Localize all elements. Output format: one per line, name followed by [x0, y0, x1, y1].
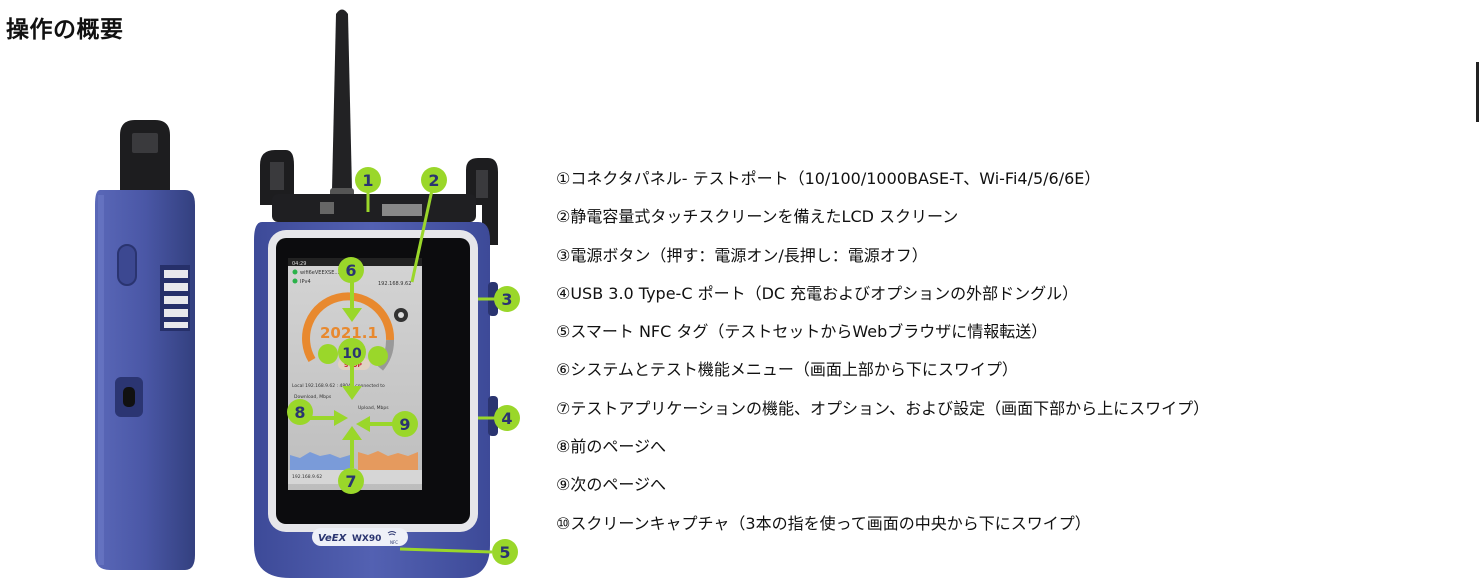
- screen-ssid: wifi6eVEEXSE...: [300, 270, 340, 276]
- callout-touch-screen: ②静電容量式タッチスクリーンを備えたLCD スクリーン: [556, 207, 959, 227]
- screen-local-line: Local 192.168.9.62 : 48048 connected to: [292, 383, 385, 389]
- callout-screen-capture: ⑩スクリーンキャプチャ（3本の指を使って画面の中央から下にスワイプ）: [556, 513, 1091, 533]
- device-front-view: 04:29 wifi6eVEEXSE... IPv4 192.168.9.62 …: [254, 9, 502, 578]
- screen-speed-value: 2021.1: [320, 324, 378, 342]
- callout-connector-panel: ①コネクタパネル- テストポート（10/100/1000BASE-T、Wi-Fi…: [556, 169, 1101, 188]
- connector-panel: [272, 194, 476, 222]
- callout-next-page: ⑨次のページへ: [556, 475, 667, 495]
- callout-lines: [366, 189, 502, 554]
- screen-status-time: 04:29: [292, 261, 306, 267]
- callout-nfc-tag: ⑤スマート NFC タグ（テストセットからWebブラウザに情報転送）: [556, 322, 1048, 342]
- page-title: 操作の概要: [6, 17, 124, 43]
- callout-list: ①コネクタパネル- テストポート（10/100/1000BASE-T、Wi-Fi…: [556, 166, 1209, 549]
- touch-screen[interactable]: 04:29 wifi6eVEEXSE... IPv4 192.168.9.62 …: [288, 258, 422, 490]
- device-side-view: [95, 120, 195, 570]
- screen-ip-version: IPv4: [300, 279, 311, 285]
- usb-port: [115, 377, 143, 417]
- usb-c-port: [488, 396, 498, 436]
- callout-power-button: ③電源ボタン（押す：電源オン/長押し：電源オフ）: [556, 245, 928, 265]
- strap-handles: [260, 150, 498, 245]
- vent-grille: [160, 265, 190, 331]
- screen-ip-address: 192.168.9.62: [378, 281, 411, 287]
- callout-usb-port: ④USB 3.0 Type-C ポート（DC 充電およびオプションの外部ドングル…: [556, 283, 1079, 303]
- brand-plate: VeEX WX90 NFC: [312, 528, 408, 546]
- side-button: [117, 244, 137, 286]
- nfc-label: NFC: [390, 540, 398, 545]
- callout-system-menu: ⑥システムとテスト機能メニュー（画面上部から下にスワイプ）: [556, 360, 1018, 380]
- scrollbar-edge[interactable]: [1476, 62, 1479, 122]
- callout-test-app-menu: ⑦テストアプリケーションの機能、オプション、および設定（画面下部から上にスワイプ…: [556, 398, 1210, 418]
- gesture-arrows: [308, 278, 396, 468]
- brand-logo: VeEX: [318, 533, 348, 544]
- screen-download-label: Download, Mbps: [294, 394, 332, 400]
- screen-footer-ip: 192.168.9.62: [292, 474, 322, 480]
- callout-previous-page: ⑧前のページへ: [556, 437, 667, 457]
- model-name: WX90: [352, 534, 381, 544]
- antenna: [330, 9, 354, 204]
- screen-upload-label: Upload, Mbps: [358, 405, 389, 411]
